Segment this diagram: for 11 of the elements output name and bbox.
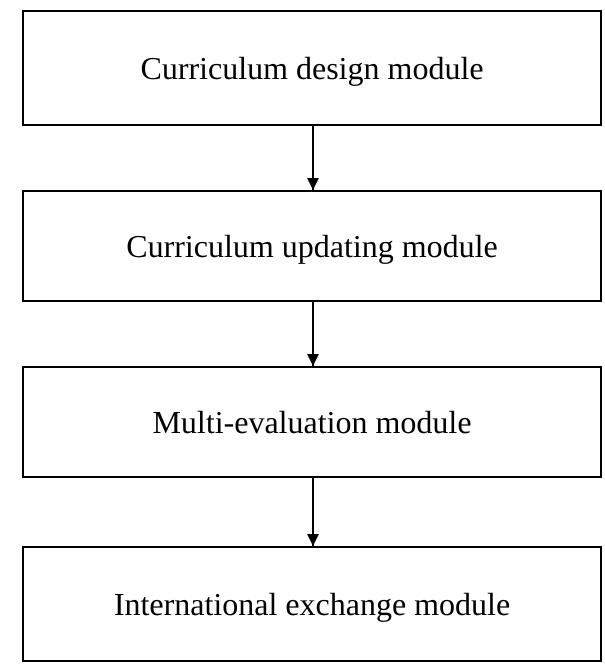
process-box bbox=[22, 546, 602, 662]
process-box bbox=[22, 366, 602, 478]
box-label: International exchange module bbox=[114, 586, 510, 622]
box-label: Curriculum design module bbox=[140, 50, 484, 86]
arrow bbox=[307, 126, 319, 190]
arrow bbox=[307, 478, 319, 546]
process-box bbox=[22, 190, 602, 302]
box-label: Curriculum updating module bbox=[126, 228, 498, 264]
arrow bbox=[307, 302, 319, 366]
process-box bbox=[22, 10, 602, 126]
box-label: Multi-evaluation module bbox=[152, 404, 472, 440]
